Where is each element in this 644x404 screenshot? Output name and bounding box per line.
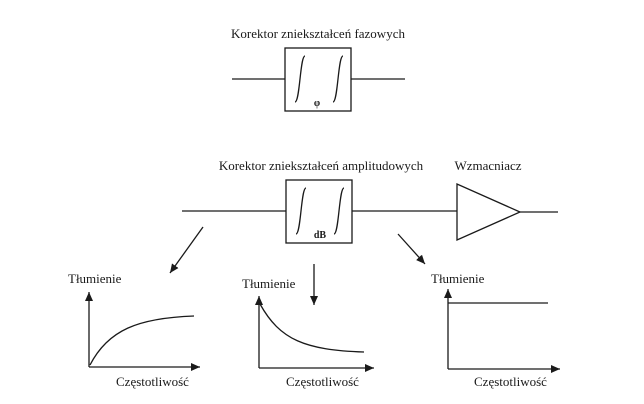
pointer-arrows: [169, 226, 426, 305]
amplitude-left-integral-icon: [295, 187, 307, 235]
amplitude-right-integral-icon: [333, 187, 345, 235]
amplifier-triangle-icon: [456, 182, 522, 242]
graph-corrector-curve: [259, 303, 365, 353]
graph-corrector-xlabel: Częstotliwość: [286, 374, 359, 389]
amplifier-title: Wzmacniacz: [454, 158, 521, 173]
phase-symbol: φ: [314, 98, 320, 109]
graph-input: Tłumienie Częstotliwość: [68, 271, 200, 389]
phase-corrector: Korektor zniekształceń fazowych φ: [231, 26, 405, 112]
phase-left-integral-icon: [294, 55, 306, 103]
input-graph-arrow: [169, 226, 204, 274]
graph-corrector-ylabel: Tłumienie: [242, 276, 296, 291]
graph-input-ylabel: Tłumienie: [68, 271, 122, 286]
phase-corrector-title: Korektor zniekształceń fazowych: [231, 26, 405, 41]
graph-output-xlabel: Częstotliwość: [474, 374, 547, 389]
phase-right-integral-icon: [332, 55, 344, 103]
amplitude-symbol: dB: [314, 230, 327, 241]
graph-input-xlabel: Częstotliwość: [116, 374, 189, 389]
signal-chain: Korektor zniekształceń amplitudowych dB …: [182, 158, 558, 244]
amplitude-corrector-title: Korektor zniekształceń amplitudowych: [219, 158, 424, 173]
output-graph-arrow: [397, 233, 426, 265]
graph-corrector: Tłumienie Częstotliwość: [242, 276, 374, 389]
graph-output-ylabel: Tłumienie: [431, 271, 485, 286]
graph-input-curve: [89, 315, 195, 366]
graph-output: Tłumienie Częstotliwość: [431, 271, 560, 389]
